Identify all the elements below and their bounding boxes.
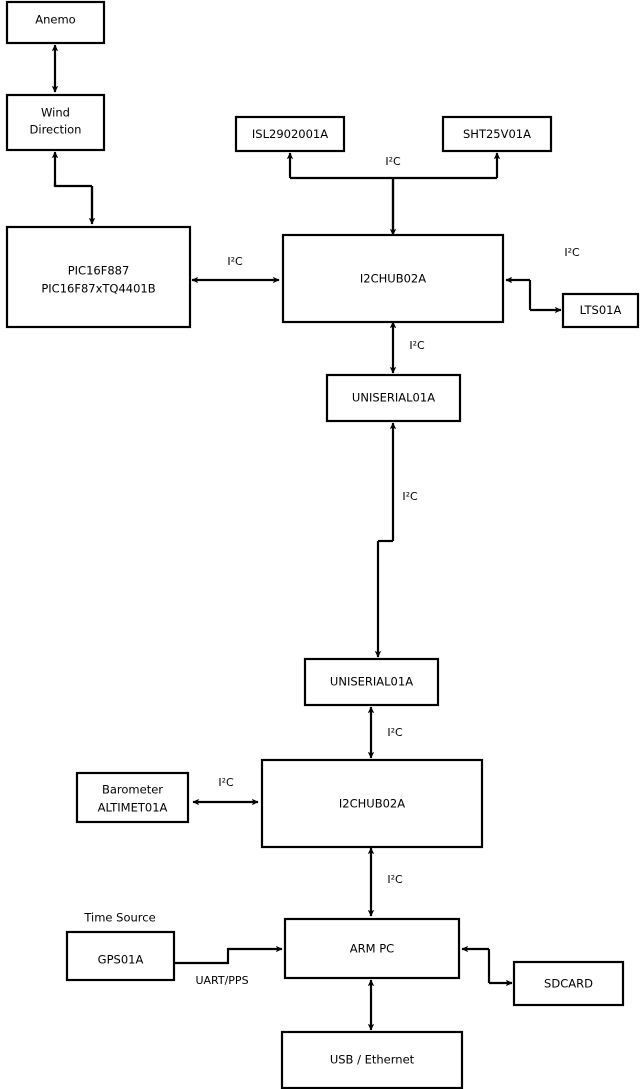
- edge-wind-pic: [51, 151, 96, 225]
- node-label-anemo: Anemo: [35, 13, 75, 27]
- node-uniserial01a-top[interactable]: UNISERIAL01A: [325, 373, 462, 423]
- edge-label-hub-lts: I²C: [564, 246, 580, 259]
- edge-hubtop-uniserialtop: I²C: [389, 321, 425, 374]
- node-label-pic-2: PIC16F87xTQ4401B: [41, 282, 155, 296]
- node-label-sdcard: SDCARD: [544, 977, 593, 991]
- node-label-usbeth: USB / Ethernet: [330, 1053, 415, 1067]
- edge-label-hub-uniserial: I²C: [409, 339, 425, 352]
- node-i2chub02a-top[interactable]: I2CHUB02A: [281, 233, 505, 324]
- edge-label-hub-armpc: I²C: [387, 873, 403, 886]
- node-label-wind-2: Direction: [30, 123, 82, 137]
- edge-label-pic-hub: I²C: [227, 255, 243, 268]
- node-label-barometer-1: Barometer: [102, 783, 163, 797]
- edge-label-hub-sensors: I²C: [385, 155, 401, 168]
- edge-hubtop-lts: I²C: [505, 246, 580, 314]
- node-label-lts: LTS01A: [580, 303, 622, 317]
- node-pic[interactable]: PIC16F887 PIC16F87xTQ4401B: [5, 225, 192, 329]
- node-label-sht: SHT25V01A: [463, 127, 531, 141]
- node-label-gps: GPS01A: [98, 953, 144, 967]
- edge-label-uniserial-uniserial: I²C: [402, 490, 418, 503]
- edge-label-barometer-hub: I²C: [218, 776, 234, 789]
- node-barometer[interactable]: Barometer ALTIMET01A: [75, 771, 190, 824]
- edge-gps-armpc: UART/PPS: [174, 945, 283, 987]
- node-label-hub-bottom: I2CHUB02A: [339, 797, 405, 811]
- node-armpc[interactable]: ARM PC: [283, 917, 461, 980]
- node-i2chub02a-bottom[interactable]: I2CHUB02A: [260, 758, 484, 849]
- node-label-hub-top: I2CHUB02A: [360, 272, 426, 286]
- node-sht25v01a[interactable]: SHT25V01A: [441, 115, 553, 153]
- node-label-pic-1: PIC16F887: [68, 264, 130, 278]
- node-sdcard[interactable]: SDCARD: [512, 960, 625, 1007]
- edge-label-gps-armpc: UART/PPS: [195, 974, 248, 987]
- edge-uniserialbot-hubbot: I²C: [367, 706, 403, 759]
- edge-barometer-hubbot: I²C: [192, 776, 259, 806]
- edge-armpc-sdcard: [461, 945, 513, 987]
- node-usb-ethernet[interactable]: USB / Ethernet: [280, 1030, 464, 1089]
- node-uniserial01a-bottom[interactable]: UNISERIAL01A: [303, 657, 440, 707]
- node-anemo[interactable]: Anemo: [5, 0, 106, 45]
- node-label-uniserial-bottom: UNISERIAL01A: [330, 675, 413, 689]
- node-wind-direction[interactable]: Wind Direction: [5, 93, 106, 152]
- node-label-uniserial-top: UNISERIAL01A: [352, 391, 435, 405]
- edge-hubbot-armpc: I²C: [367, 847, 403, 917]
- edge-uniserial-uniserial: I²C: [374, 422, 418, 658]
- node-lts01a[interactable]: LTS01A: [561, 292, 640, 329]
- node-label-isl: ISL2902001A: [252, 127, 328, 141]
- time-source-label: Time Source: [83, 911, 155, 925]
- node-label-wind-1: Wind: [41, 106, 70, 120]
- node-label-barometer-2: ALTIMET01A: [98, 801, 168, 815]
- node-label-armpc: ARM PC: [350, 942, 394, 956]
- node-gps01a[interactable]: GPS01A: [65, 930, 176, 982]
- edge-hubtop-sensors: I²C: [286, 152, 501, 236]
- edge-label-uniserial-hubbot: I²C: [387, 726, 403, 739]
- edge-pic-hubtop: I²C: [191, 255, 280, 284]
- node-isl2902001a[interactable]: ISL2902001A: [234, 115, 346, 153]
